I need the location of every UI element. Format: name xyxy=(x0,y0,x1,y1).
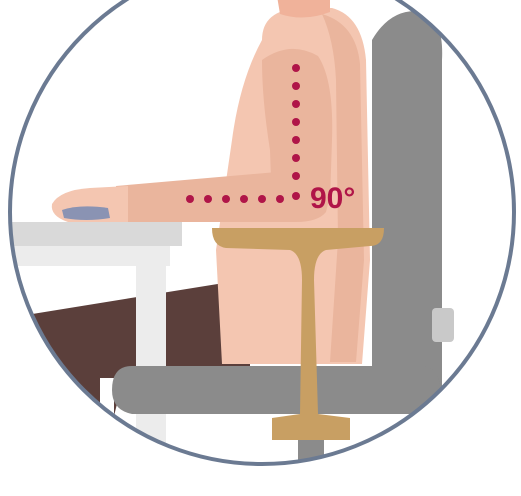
chair-backrest-icon xyxy=(372,11,442,410)
desk-leg-edge-icon xyxy=(100,378,114,478)
chair-post-icon xyxy=(298,436,324,496)
chair-knob-icon xyxy=(432,308,454,342)
hand-detail-icon xyxy=(62,206,110,220)
chair-seat-icon xyxy=(112,366,440,414)
desk-top-icon xyxy=(0,222,182,246)
angle-label: 90° xyxy=(310,182,355,215)
